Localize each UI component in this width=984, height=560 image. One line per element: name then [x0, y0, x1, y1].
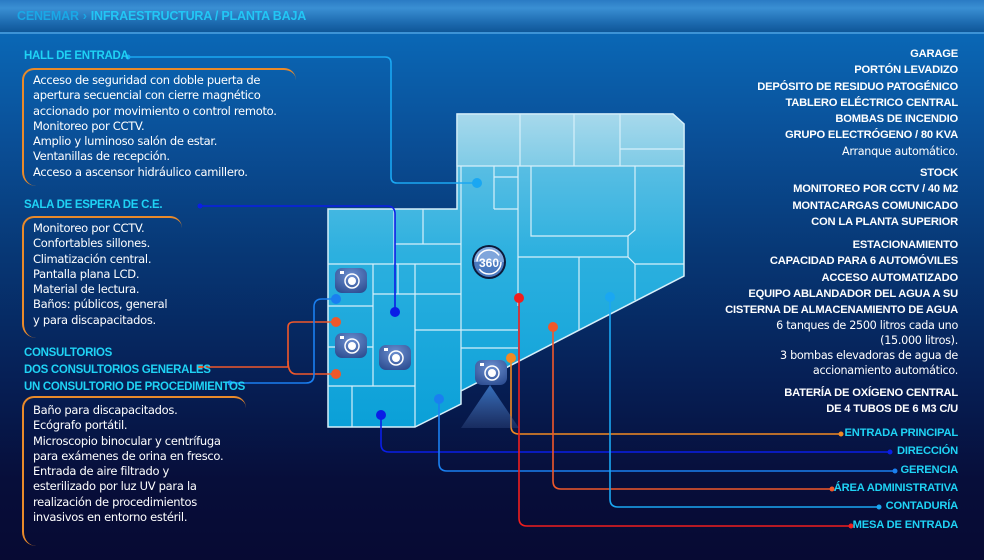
hall-de-entrada-box — [22, 68, 296, 186]
connector-hall-de-entrada — [128, 56, 477, 184]
garage-info: GARAGE PORTÓN LEVADIZO DEPÓSITO DE RESID… — [757, 48, 958, 158]
legend-direccion[interactable]: DIRECCIÓN — [897, 445, 958, 457]
marker-direccion[interactable] — [376, 410, 386, 420]
hall-de-entrada-description: Acceso de seguridad con doble puerta de … — [33, 73, 277, 179]
marker-consultorio-2[interactable] — [331, 369, 341, 379]
connector-sala-de-espera — [200, 205, 396, 312]
marker-consultorio-1[interactable] — [331, 317, 341, 327]
marker-area-administrativa[interactable] — [548, 322, 558, 332]
legend-mesa-de-entrada[interactable]: MESA DE ENTRADA — [852, 519, 959, 531]
legend-area-administrativa[interactable]: ÁREA ADMINISTRATIVA — [833, 482, 958, 494]
breadcrumb: CENEMAR›INFRAESTRUCTURA / PLANTA BAJA — [17, 9, 306, 23]
camera-icon[interactable] — [335, 333, 367, 358]
marker-entrada-principal[interactable] — [506, 353, 516, 363]
legend-entrada-principal[interactable]: ENTRADA PRINCIPAL — [844, 427, 959, 439]
marker-gerencia[interactable] — [434, 394, 444, 404]
breadcrumb-separator: › — [82, 9, 87, 23]
breadcrumb-current: INFRAESTRUCTURA / PLANTA BAJA — [90, 9, 307, 23]
connector-lines — [128, 56, 477, 384]
consultorios-box — [22, 396, 246, 546]
marker-mesa-de-entrada[interactable] — [514, 293, 524, 303]
consultorios-description: Baño para discapacitados. Ecógrafo portá… — [33, 403, 224, 525]
marker-sala[interactable] — [390, 307, 400, 317]
consultorios-generales: DOS CONSULTORIOS GENERALES — [24, 364, 211, 376]
pano-360-button[interactable]: 360 — [472, 245, 506, 279]
connector-mesa-de-entrada — [518, 298, 851, 527]
legend-gerencia[interactable]: GERENCIA — [900, 464, 959, 476]
hall-de-entrada-heading[interactable]: HALL DE ENTRADA — [24, 50, 129, 62]
connector-direccion — [380, 415, 890, 453]
legend-contaduria[interactable]: CONTADURÍA — [885, 500, 959, 512]
marker-procedimientos[interactable] — [331, 294, 341, 304]
camera-view-cone — [461, 385, 519, 428]
connector-area-administrativa — [552, 327, 832, 490]
consultorios-heading[interactable]: CONSULTORIOS DOS CONSULTORIOS GENERALES … — [24, 345, 245, 396]
breadcrumb-root[interactable]: CENEMAR — [17, 9, 79, 23]
camera-icon[interactable] — [475, 360, 507, 385]
consultorios-title: CONSULTORIOS — [24, 347, 112, 359]
sala-de-espera-box — [22, 216, 182, 338]
consultorio-procedimientos: UN CONSULTORIO DE PROCEDIMIENTOS — [24, 381, 246, 393]
oxigeno-info: BATERÍA DE OXÍGENO CENTRAL DE 4 TUBOS DE… — [784, 387, 958, 416]
marker-dots — [125, 54, 898, 529]
estacionamiento-info: ESTACIONAMIENTO CAPACIDAD PARA 6 AUTOMÓV… — [725, 239, 958, 378]
connector-contaduria — [609, 297, 879, 508]
connector-gerencia — [438, 399, 895, 472]
marker-hall[interactable] — [472, 178, 482, 188]
camera-icon[interactable] — [379, 345, 411, 370]
marker-contaduria[interactable] — [605, 292, 615, 302]
camera-icon[interactable] — [335, 268, 367, 293]
sala-de-espera-heading[interactable]: SALA DE ESPERA DE C.E. — [24, 199, 163, 211]
pano-360-label: 360 — [479, 256, 499, 270]
sala-de-espera-description: Monitoreo por CCTV. Confortables sillone… — [33, 221, 168, 327]
stock-info: STOCK MONITOREO POR CCTV / 40 M2 MONTACA… — [792, 167, 958, 228]
connector-consultorio-procedimientos — [230, 298, 336, 384]
room-walls — [328, 114, 684, 427]
top-bar: CENEMAR›INFRAESTRUCTURA / PLANTA BAJA — [0, 0, 984, 34]
building-outline — [327, 113, 685, 428]
